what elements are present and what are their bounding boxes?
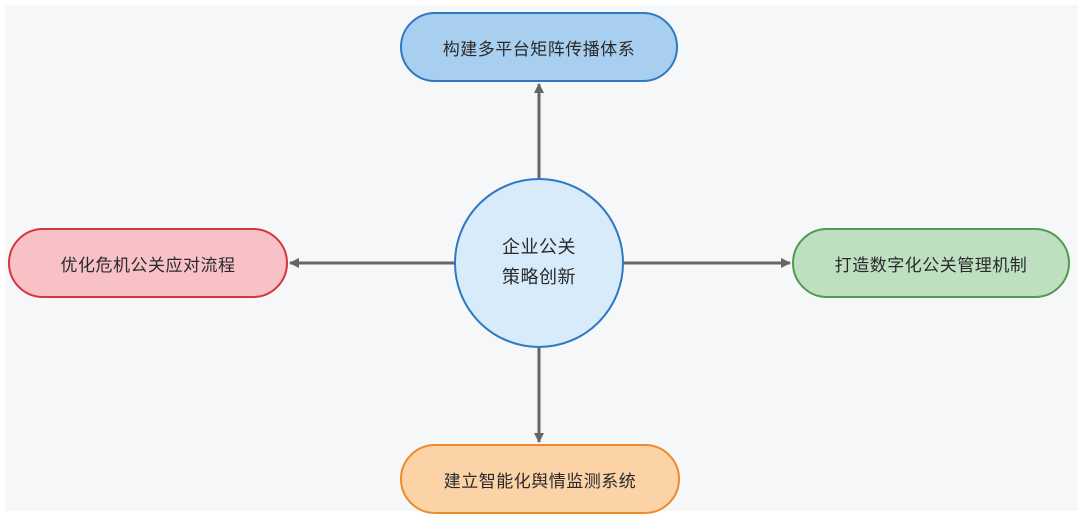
node-left-label: 优化危机公关应对流程 [60, 255, 236, 276]
center-label-line1: 企业公关 [502, 237, 576, 258]
center-node: 企业公关 策略创新 [454, 178, 624, 348]
node-bottom-label: 建立智能化舆情监测系统 [443, 471, 637, 492]
node-crisis-pr-process: 优化危机公关应对流程 [8, 228, 288, 298]
node-digital-pr-management: 打造数字化公关管理机制 [792, 228, 1070, 298]
node-multi-platform-matrix: 构建多平台矩阵传播体系 [400, 12, 678, 82]
node-right-label: 打造数字化公关管理机制 [834, 255, 1028, 276]
center-label-line2: 策略创新 [502, 267, 576, 288]
node-top-label: 构建多平台矩阵传播体系 [442, 39, 636, 60]
node-smart-opinion-monitoring: 建立智能化舆情监测系统 [400, 444, 680, 514]
